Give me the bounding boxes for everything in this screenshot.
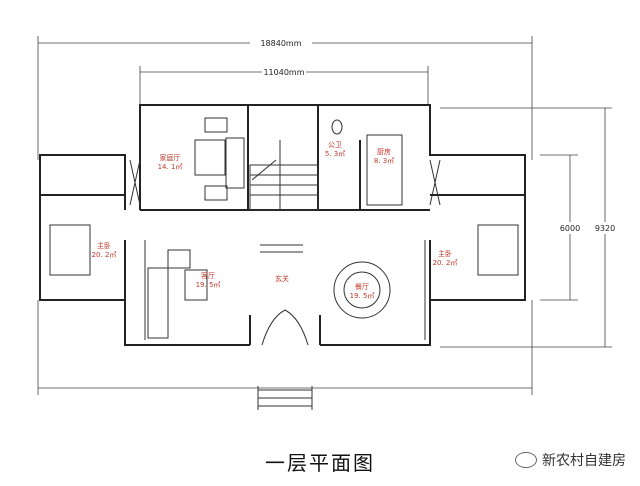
svg-text:19. 5㎡: 19. 5㎡ [196, 281, 221, 289]
svg-text:14. 1㎡: 14. 1㎡ [158, 163, 183, 171]
svg-text:19. 5㎡: 19. 5㎡ [350, 292, 375, 300]
plan-title: 一层平面图 [265, 451, 375, 475]
svg-text:20. 2㎡: 20. 2㎡ [433, 259, 458, 267]
entry-steps [257, 309, 313, 410]
svg-text:厨房: 厨房 [377, 147, 391, 156]
watermark-text: 新农村自建房 [542, 453, 626, 469]
furniture [49, 117, 519, 339]
dim-center-width: 11040mm [263, 68, 304, 77]
svg-text:8. 3㎡: 8. 3㎡ [374, 157, 394, 165]
walls [39, 104, 526, 346]
dimension-lines [37, 36, 615, 395]
svg-text:公卫: 公卫 [328, 141, 342, 149]
svg-text:客厅: 客厅 [201, 271, 215, 280]
svg-text:5. 3㎡: 5. 3㎡ [325, 150, 345, 158]
watermark: 新农村自建房 [515, 450, 626, 470]
svg-text:20. 2㎡: 20. 2㎡ [92, 251, 117, 259]
room-kitchen: 厨房8. 3㎡ [374, 147, 394, 165]
room-public-bathroom: 公卫5. 3㎡ [325, 141, 345, 158]
svg-text:主卧: 主卧 [97, 241, 111, 250]
svg-text:餐厅: 餐厅 [355, 282, 369, 291]
dim-overall-width: 18840mm [260, 39, 301, 48]
room-foyer: 玄关 [275, 274, 289, 283]
svg-text:玄关: 玄关 [275, 274, 289, 283]
wechat-icon [515, 452, 537, 468]
svg-text:主卧: 主卧 [438, 249, 452, 258]
svg-text:家庭厅: 家庭厅 [160, 153, 181, 162]
dim-wing-depth: 6000 [560, 224, 580, 233]
dim-overall-depth: 9320 [595, 224, 615, 233]
staircase [249, 140, 319, 211]
